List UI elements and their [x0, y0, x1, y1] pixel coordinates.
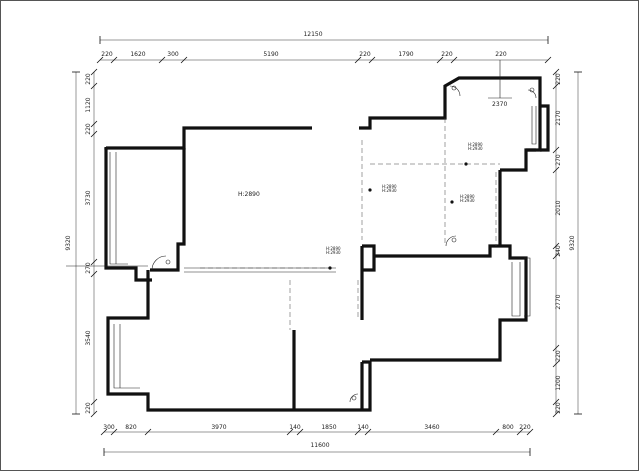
level-tag-4: H:2890	[326, 246, 341, 251]
right-tick	[552, 410, 560, 418]
right-segment-label: 2770	[555, 294, 562, 309]
right-segment-label: 2010	[555, 200, 562, 215]
left-tick	[90, 410, 98, 418]
top-tick	[96, 56, 104, 64]
left-dimension-chain: 9320 220 1120 220 3730 270 3540 220	[65, 68, 98, 418]
right-segment-label: 220	[555, 350, 562, 362]
top-segment-label: 5190	[263, 51, 278, 58]
level-tag-2: H:2890	[382, 184, 397, 189]
top-segment-label: 1790	[398, 51, 413, 58]
top-segment-label: 220	[441, 51, 453, 58]
left-segment-label: 3540	[85, 330, 92, 345]
left-segment-label: 220	[85, 123, 92, 135]
top-segment-label: 220	[359, 51, 371, 58]
right-segment-label: 240	[555, 245, 562, 257]
balcony-dimension-label: 2370	[492, 101, 507, 108]
bottom-tick	[286, 428, 294, 436]
bottom-segment-label: 800	[502, 424, 514, 431]
right-tick	[552, 166, 560, 174]
top-total-label: 12150	[303, 31, 322, 38]
bottom-tick	[100, 428, 108, 436]
bottom-segment-label: 3970	[211, 424, 226, 431]
bottom-tick	[526, 428, 534, 436]
level-tag-4b: H:2930	[326, 250, 341, 255]
bottom-tick	[296, 428, 304, 436]
bottom-segment-label: 3460	[424, 424, 439, 431]
dashed-openings	[289, 118, 500, 330]
bottom-tick	[492, 428, 500, 436]
left-tick	[90, 270, 98, 278]
right-segment-label: 270	[555, 154, 562, 166]
bottom-tick	[144, 428, 152, 436]
top-tick	[368, 56, 376, 64]
right-tick	[552, 252, 560, 260]
top-tick	[110, 56, 118, 64]
right-tick	[552, 146, 560, 154]
right-segment-label: 1200	[555, 375, 562, 390]
right-tick	[552, 398, 560, 406]
left-total-label: 9320	[65, 235, 72, 250]
top-segment-label: 220	[495, 51, 507, 58]
bottom-segment-label: 1850	[321, 424, 336, 431]
left-tick	[90, 120, 98, 128]
top-segment-label: 220	[101, 51, 113, 58]
walls	[104, 76, 550, 412]
left-tick	[90, 68, 98, 76]
right-tick	[552, 344, 560, 352]
bottom-segment-label: 220	[519, 424, 531, 431]
level-tag-1b: H:2930	[468, 146, 483, 151]
left-tick	[90, 82, 98, 90]
top-tick	[544, 56, 552, 64]
right-segment-label: 220	[555, 73, 562, 85]
room-divider-band	[184, 267, 336, 273]
bottom-segment-label: 140	[289, 424, 301, 431]
left-segment-label: 1120	[85, 97, 92, 112]
bottom-tick	[354, 428, 362, 436]
left-segment-label: 270	[85, 262, 92, 274]
bottom-dimension-chain: 300 820 3970 140 1850 140 3460 800 220 11600	[100, 424, 534, 456]
fixture-markers	[165, 85, 535, 401]
bottom-segment-label: 300	[103, 424, 115, 431]
top-tick	[436, 56, 444, 64]
door-swings	[151, 85, 537, 403]
right-segment-label: 2170	[555, 110, 562, 125]
right-segment-label: 220	[555, 402, 562, 414]
right-tick	[552, 68, 560, 76]
level-tags: H:2890 H:2930 H:2890 H:2930 H:2890 H:293…	[326, 142, 483, 270]
bottom-segment-label: 820	[125, 424, 137, 431]
right-tick	[552, 242, 560, 250]
left-segment-label: 3730	[85, 190, 92, 205]
top-tick	[450, 56, 458, 64]
bottom-tick	[516, 428, 524, 436]
right-dimension-chain: 220 2170 270 2010 240 2770 220 1200 220 9320	[552, 68, 582, 418]
right-total-label: 9320	[569, 235, 576, 250]
bottom-tick	[110, 428, 118, 436]
top-tick	[180, 56, 188, 64]
bottom-total-label: 11600	[310, 442, 329, 449]
left-segment-label: 220	[85, 402, 92, 414]
left-tick	[90, 398, 98, 406]
right-tick	[552, 360, 560, 368]
bottom-tick	[364, 428, 372, 436]
left-segment-label: 220	[85, 73, 92, 85]
level-tag-3: H:2890	[460, 194, 475, 199]
right-tick	[552, 82, 560, 90]
top-dimension-chain: 12150 220 1620 300 5190 220 1790 220 220	[96, 31, 552, 64]
level-tag-2b: H:2930	[382, 188, 397, 193]
top-tick	[158, 56, 166, 64]
left-tick	[90, 130, 98, 138]
top-segment-label: 300	[167, 51, 179, 58]
main-room-height-label: H:2890	[238, 191, 260, 198]
bottom-segment-label: 140	[357, 424, 369, 431]
level-tag-3b: H:2930	[460, 198, 475, 203]
level-tag-1: H:2890	[468, 142, 483, 147]
left-tick	[90, 258, 98, 266]
top-segment-label: 1620	[130, 51, 145, 58]
top-tick	[354, 56, 362, 64]
